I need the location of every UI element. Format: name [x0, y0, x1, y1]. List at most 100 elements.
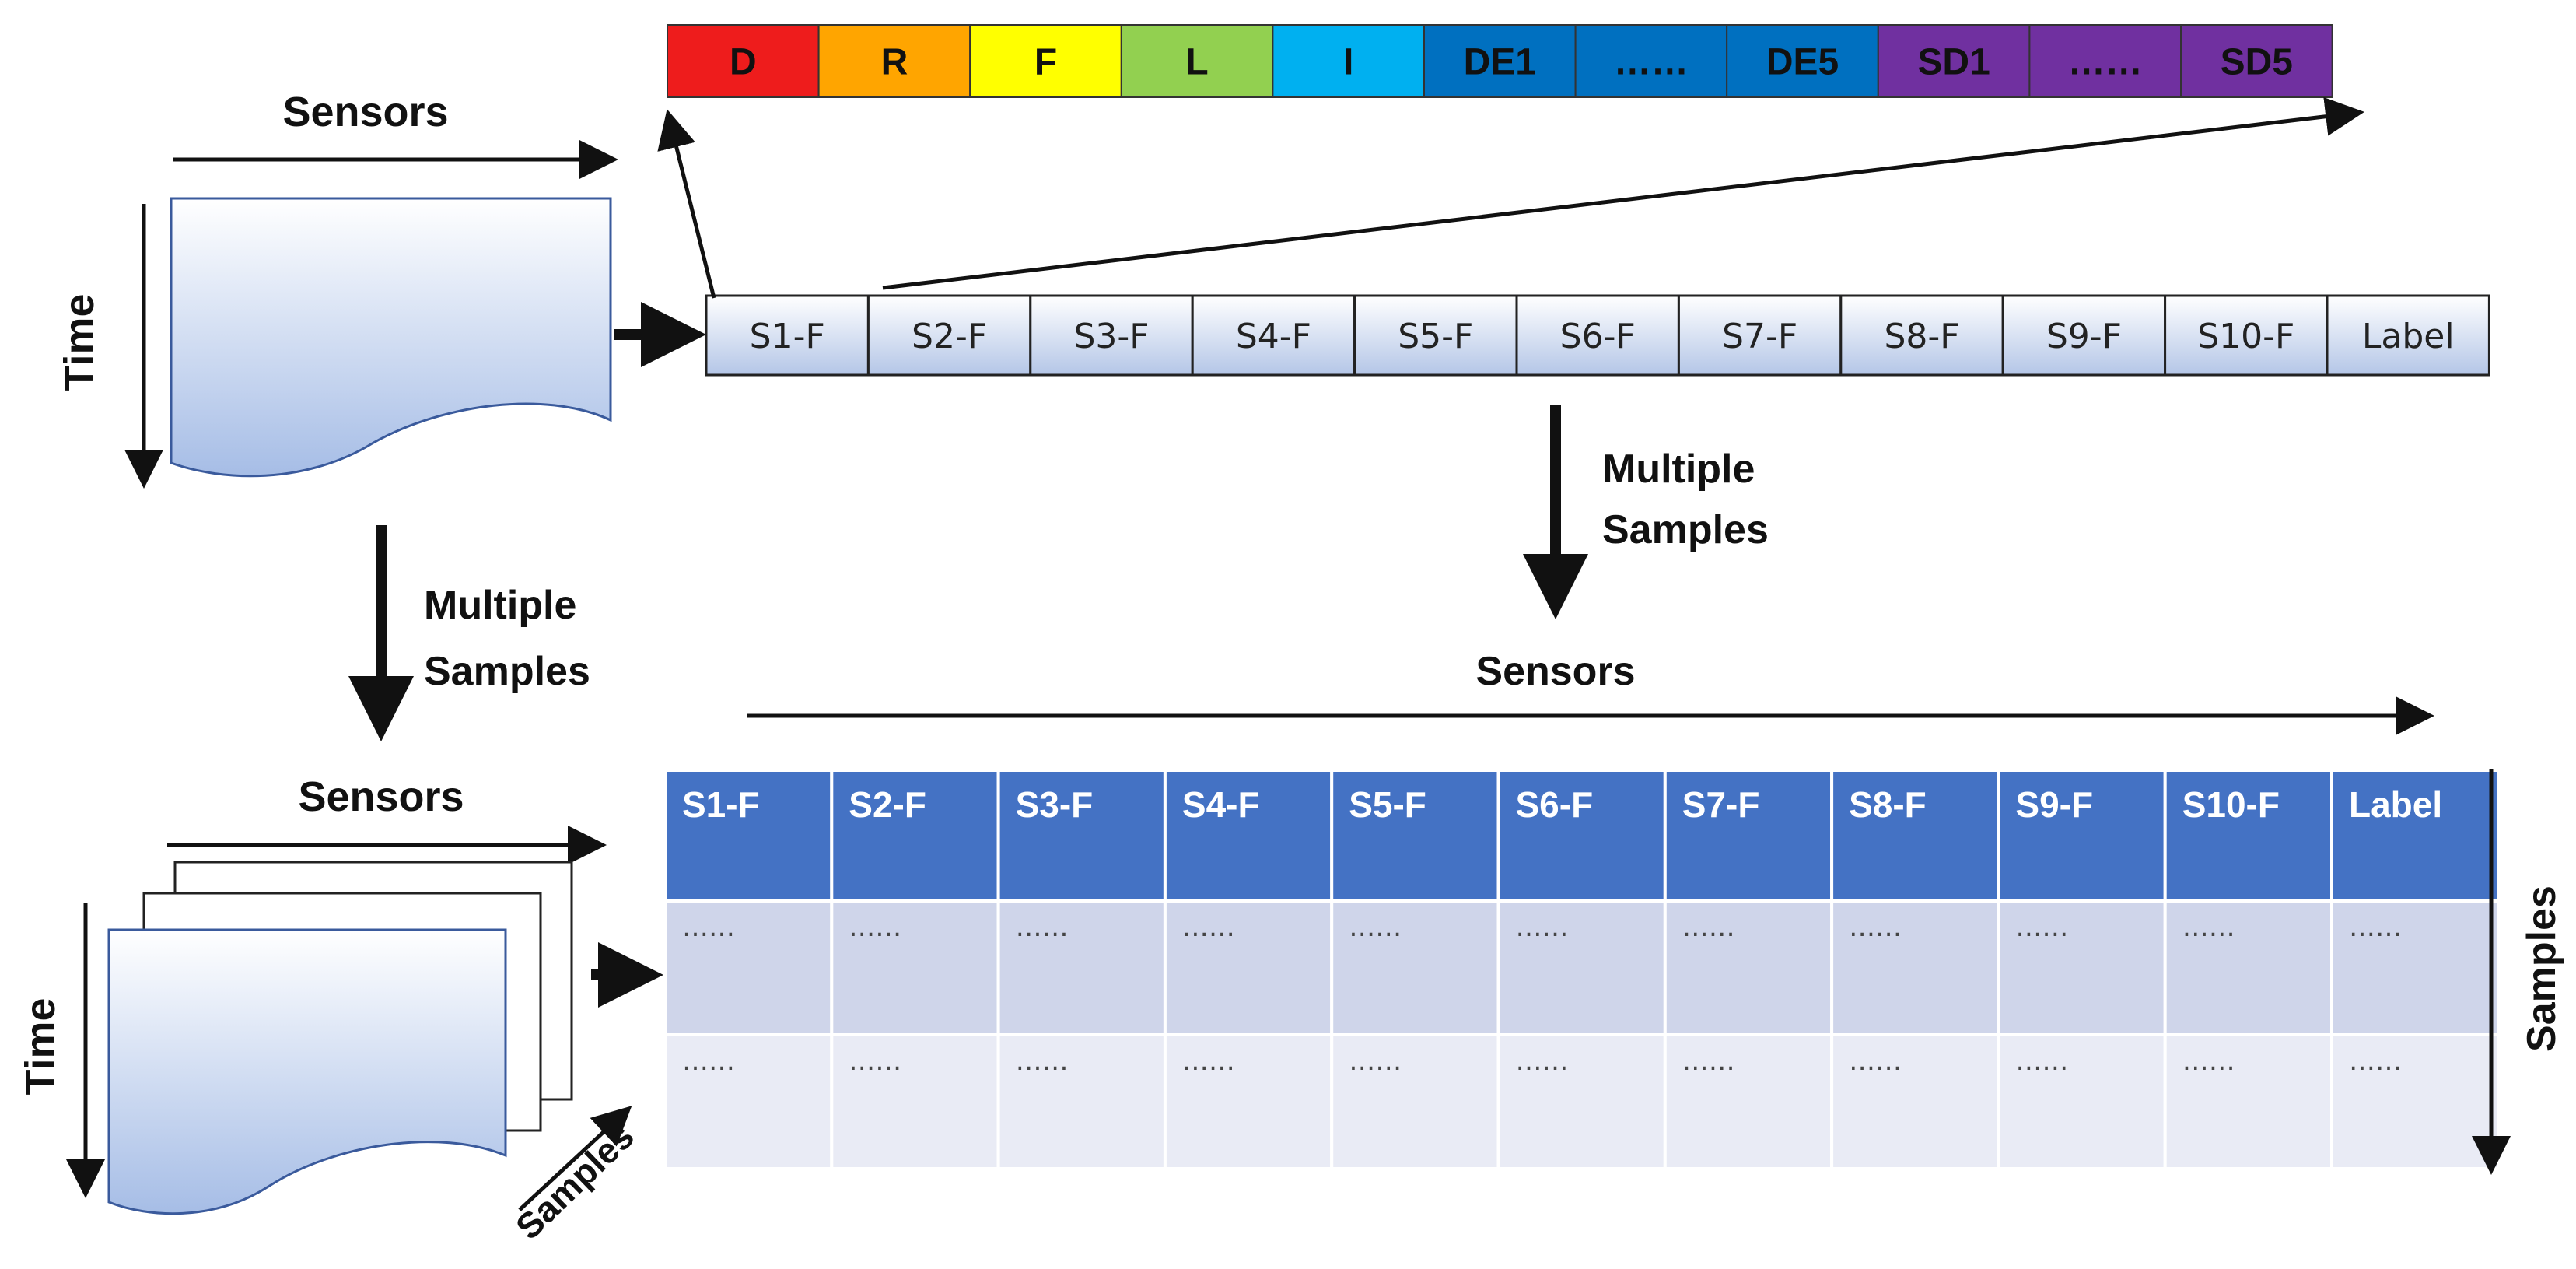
feature-bar-cell-label: R — [881, 42, 908, 83]
feature-bar-cell: SD1 — [1877, 24, 2031, 98]
feature-bar-cell-label: SD1 — [1917, 42, 1990, 83]
table-cell-bg — [2163, 1033, 2333, 1170]
top-row-cell-label: S6-F — [1560, 317, 1636, 356]
table-cell: …… — [2330, 1033, 2501, 1170]
table-header-bg — [1330, 769, 1500, 903]
table-sensors-label: Sensors — [1475, 649, 1635, 694]
table-cell-value: …… — [1349, 1046, 1402, 1077]
right-multiple-line2: Samples — [1602, 507, 1769, 552]
top-row-cell-bg — [1515, 294, 1680, 377]
top-left-time-label: Time — [56, 293, 103, 391]
table-header-bg — [996, 769, 1167, 903]
table-cell: …… — [1997, 899, 2167, 1036]
table-header-cell: S6-F — [1496, 769, 1667, 903]
table-header-label: Label — [2349, 784, 2442, 825]
feature-bar-cell-bg — [1726, 24, 1879, 98]
table-cell: …… — [663, 899, 834, 1036]
feature-bar-cell-bg — [1423, 24, 1577, 98]
top-row-cell-label: S10-F — [2197, 317, 2294, 356]
feature-bar-cell: D — [667, 24, 820, 98]
table-cell-bg — [663, 1033, 834, 1170]
table-header-cell: S2-F — [830, 769, 1000, 903]
table-header-bg — [663, 769, 834, 903]
feature-bar-cell-label: SD5 — [2221, 42, 2293, 83]
top-row-cell-label: S5-F — [1398, 317, 1473, 356]
bottom-left-time-label: Time — [17, 997, 64, 1095]
table-header-cell: S1-F — [663, 769, 834, 903]
stack-page-front — [107, 928, 507, 1215]
top-row-cell: S5-F — [1353, 294, 1518, 377]
table-cell: …… — [1496, 899, 1667, 1036]
table-cell-value: …… — [849, 1046, 901, 1077]
bottom-left-sensors-label: Sensors — [298, 773, 464, 820]
table-cell-value: …… — [2182, 912, 2235, 943]
table-cell-bg — [1663, 1033, 1834, 1170]
top-row-cell: S1-F — [705, 294, 870, 377]
table-header-label: S8-F — [1849, 784, 1927, 825]
table-cell-value: …… — [1182, 1046, 1235, 1077]
table-header-label: S7-F — [1682, 784, 1760, 825]
feature-bar-cell: F — [969, 24, 1122, 98]
feature-bar-cell: …… — [2028, 24, 2182, 98]
table-cell-bg — [996, 1033, 1167, 1170]
table-cell-value: …… — [1516, 912, 1569, 943]
table-header-bg — [1496, 769, 1667, 903]
table-samples-label: Samples — [2519, 885, 2564, 1052]
top-row-cell-bg — [866, 294, 1032, 377]
table-cell-bg — [1997, 1033, 2167, 1170]
table-cell: …… — [996, 899, 1167, 1036]
feature-bar-cell-bg — [1120, 24, 1274, 98]
top-row-cell-label: S7-F — [1722, 317, 1797, 356]
table-cell-bg — [1496, 1033, 1667, 1170]
table-cell-value: …… — [2349, 1046, 2402, 1077]
table-cell-value: …… — [2182, 1046, 2235, 1077]
top-row-cell: S6-F — [1515, 294, 1680, 377]
table-cell: …… — [2163, 1033, 2333, 1170]
table-cell-value: …… — [2015, 1046, 2068, 1077]
table-header-label: S9-F — [2015, 784, 2093, 825]
table-header-label: S4-F — [1182, 784, 1260, 825]
feature-bar-cell-label: …… — [2068, 42, 2143, 83]
table-cell-bg — [2330, 899, 2501, 1036]
table-cell: …… — [1830, 1033, 2000, 1170]
table-cell-value: …… — [1682, 1046, 1735, 1077]
table-cell: …… — [1330, 1033, 1500, 1170]
table-cell: …… — [663, 1033, 834, 1170]
top-left-sensors-label: Sensors — [282, 89, 448, 135]
feature-bar-cell-bg — [817, 24, 971, 98]
table-cell-value: …… — [849, 912, 901, 943]
table-header-label: S6-F — [1516, 784, 1594, 825]
left-multiple-line2: Samples — [424, 649, 590, 694]
feature-bar-cell-bg — [1272, 24, 1426, 98]
table-header-label: S1-F — [682, 784, 760, 825]
top-row-cell-label: S8-F — [1884, 317, 1959, 356]
table-header-bg — [1997, 769, 2167, 903]
table-header-label: S3-F — [1016, 784, 1094, 825]
table-cell-bg — [830, 899, 1000, 1036]
feature-bar-cell: L — [1120, 24, 1274, 98]
table-header-label: S10-F — [2182, 784, 2280, 825]
table-cell-bg — [1663, 899, 1834, 1036]
table-cell-value: …… — [1516, 1046, 1569, 1077]
feature-bar-cell-label: DE1 — [1464, 42, 1536, 83]
table-cell-value: …… — [682, 912, 735, 943]
feature-bar-cell-bg — [1574, 24, 1728, 98]
top-row-cell: S10-F — [2164, 294, 2329, 377]
table-cell-bg — [1830, 1033, 2000, 1170]
top-row-cell-label: Label — [2362, 317, 2455, 356]
table-cell: …… — [1997, 1033, 2167, 1170]
right-multiple-line1: Multiple — [1602, 447, 1755, 492]
top-row-cell-label: S9-F — [2046, 317, 2122, 356]
feature-bar-cell-bg — [2180, 24, 2333, 98]
feature-bar-cell-label: L — [1185, 42, 1208, 83]
table-cell-bg — [1330, 1033, 1500, 1170]
top-row-cell-bg — [1191, 294, 1356, 377]
bottom-left-samples-label: Samples — [508, 1116, 642, 1247]
table-header-cell: S7-F — [1663, 769, 1834, 903]
table-cell-value: …… — [1849, 1046, 1902, 1077]
table-cell: …… — [2163, 899, 2333, 1036]
table-cell: …… — [2330, 899, 2501, 1036]
feature-bar-cell-bg — [969, 24, 1122, 98]
